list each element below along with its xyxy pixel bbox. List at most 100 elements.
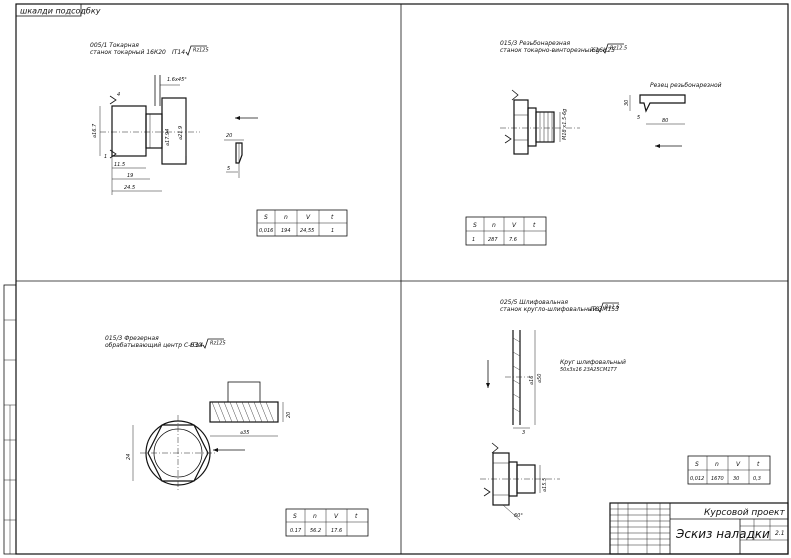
q4-td-s: 0,012 <box>690 476 704 482</box>
q2-threading-operation: 015/3 Резьбонарезная станок токарно-винт… <box>465 40 722 246</box>
q2-td-n: 287 <box>488 237 498 243</box>
q2-th-n: n <box>492 222 496 229</box>
q2-th-v: V <box>512 222 517 229</box>
q4-wheel-spec: 50х3х16 23А25СМ1Т7 <box>560 367 618 373</box>
q2-dim-w: 30 <box>624 100 630 106</box>
q2-machine: станок токарно-винторезный 16К25 <box>500 47 615 54</box>
q1-part-drawing: 1.6x45° ⌀16.7 ⌀17.94 ⌀21.9 11.5 19 24.5 … <box>92 75 200 195</box>
q2-tool-label: Резец резьбонарезной <box>650 82 722 89</box>
q1-dim-d2: ⌀17.94 <box>165 129 171 146</box>
q1-mode-table: S n V t 0,016 194 24,55 1 <box>256 209 348 237</box>
q3-milling-operation: 015/3 Фрезерная обрабатывающий центр С-6… <box>105 335 369 537</box>
q1-dim-chamfer: 1.6x45° <box>167 77 187 83</box>
q1-op-title: 005/1 Токарная <box>90 42 139 49</box>
q3-machine: обрабатывающий центр С-630 <box>105 342 202 349</box>
q1-th-t: t <box>331 214 334 221</box>
q1-dim-l2: 19 <box>127 173 133 179</box>
q4-th-v: V <box>736 461 741 468</box>
q1-roughness-sign <box>185 45 207 56</box>
q1-machine: станок токарный 16К20 <box>90 49 166 56</box>
q3-td-v: 17.6 <box>331 528 342 534</box>
q3-th-t: t <box>355 513 358 520</box>
svg-text:4: 4 <box>117 92 120 98</box>
q1-dim-l1: 11.5 <box>114 162 125 168</box>
q3-tolerance: IT14 <box>190 342 203 349</box>
q1-td-n: 194 <box>281 228 291 234</box>
q2-th-s: S <box>473 222 477 229</box>
q3-td-s: 0.17 <box>290 528 302 534</box>
q1-tolerance: IT14 <box>172 49 185 56</box>
q4-dim-d-part: ⌀15.5 <box>542 478 548 492</box>
q4-part-drawing: ⌀15.5 60° <box>480 442 560 521</box>
q1-dim-d3: ⌀21.9 <box>178 126 184 140</box>
q4-th-n: n <box>715 461 719 468</box>
q2-td-v: 7.6 <box>509 237 517 243</box>
q4-td-n: 1670 <box>711 476 724 482</box>
q4-dim-d-in: ⌀16 <box>529 376 535 385</box>
q1-dim-l3: 24.5 <box>124 185 135 191</box>
q2-mode-table: S n V t 1 287 7.6 <box>465 216 547 246</box>
q4-op-title: 025/5 Шлифовальная <box>500 299 568 306</box>
q2-roughness-sign <box>602 43 624 54</box>
q2-dim-thread: М18 x1.5-6g <box>562 109 568 140</box>
q4-tolerance: IT8 <box>590 306 599 313</box>
q2-dim-a: 5 <box>637 115 640 121</box>
q2-th-t: t <box>533 222 536 229</box>
q3-dim-width: 20 <box>286 412 292 418</box>
q4-th-s: S <box>695 461 699 468</box>
q4-machine: станок кругло-шлифовальный 3М153 <box>500 306 619 313</box>
q3-td-n: 56.2 <box>310 528 321 534</box>
title-sheet-name: Эскиз наладки <box>675 527 770 541</box>
q3-milling-cutter: 20 ⌀35 <box>209 381 292 452</box>
q3-th-s: S <box>293 513 297 520</box>
sheet-frame <box>15 3 789 555</box>
q3-th-n: n <box>313 513 317 520</box>
q3-hex-part: 24 <box>126 415 216 491</box>
corner-label: шкалди подсодбку <box>15 3 101 17</box>
q4-dim-w: 3 <box>522 430 525 436</box>
q1-th-v: V <box>306 214 311 221</box>
q3-roughness: Rz125 <box>210 341 226 347</box>
q1-dim-tool-w: 20 <box>226 133 232 139</box>
q2-tol-note: 6g <box>592 47 600 54</box>
corner-label-text: шкалди подсодбку <box>20 7 101 16</box>
q4-dim-angle: 60° <box>514 513 523 519</box>
q3-mode-table: S n V t 0.17 56.2 17.6 <box>285 508 369 537</box>
q3-th-v: V <box>334 513 339 520</box>
title-project: Курсовой проект <box>704 508 785 518</box>
q1-roughness: Rz125 <box>193 48 209 54</box>
q3-dim-hex: 24 <box>126 454 132 460</box>
q4-wheel-label: Круг шлифовальный <box>560 359 626 366</box>
q1-td-v: 24,55 <box>300 228 314 234</box>
q2-thread-tool: 30 5 80 <box>624 94 686 148</box>
q2-dim-len: 80 <box>662 118 668 124</box>
q4-td-v: 30 <box>733 476 739 482</box>
q4-grinding-wheel: ⌀16 ⌀50 3 <box>486 330 543 436</box>
left-margin-stamp <box>3 284 17 555</box>
q2-op-title: 015/3 Резьбонарезная <box>500 40 570 47</box>
q3-dim-cutter: ⌀35 <box>240 430 249 436</box>
q4-th-t: t <box>757 461 760 468</box>
q4-roughness: Ra1.6 <box>605 305 620 311</box>
q2-part-drawing: М18 x1.5-6g <box>500 89 580 155</box>
svg-text:1: 1 <box>104 154 107 160</box>
q4-grinding-operation: 025/5 Шлифовальная станок кругло-шлифова… <box>480 299 771 521</box>
q1-dim-tool-s: 5 <box>227 166 230 172</box>
q2-td-s: 1 <box>472 237 475 243</box>
q1-td-t: 1 <box>331 228 334 234</box>
title-sheet-no: 2.1 <box>775 530 785 537</box>
q1-th-s: S <box>264 214 268 221</box>
q4-td-t: 0,3 <box>753 476 761 482</box>
q1-cutting-tool: 20 5 <box>224 116 258 178</box>
q2-roughness: Rz12.5 <box>610 46 627 52</box>
q1-dim-d1: ⌀16.7 <box>92 123 98 138</box>
q1-th-n: n <box>284 214 288 221</box>
q3-op-title: 015/3 Фрезерная <box>105 335 159 342</box>
q1-td-s: 0,016 <box>259 228 273 234</box>
q4-mode-table: S n V t 0,012 1670 30 0,3 <box>687 455 771 485</box>
q1-turning-operation: 005/1 Токарная станок токарный 16К20 IT1… <box>90 42 348 237</box>
q4-dim-d-out: ⌀50 <box>537 374 543 383</box>
q3-roughness-sign <box>202 338 224 349</box>
title-block: Курсовой проект Эскиз наладки 2.1 <box>609 502 789 555</box>
